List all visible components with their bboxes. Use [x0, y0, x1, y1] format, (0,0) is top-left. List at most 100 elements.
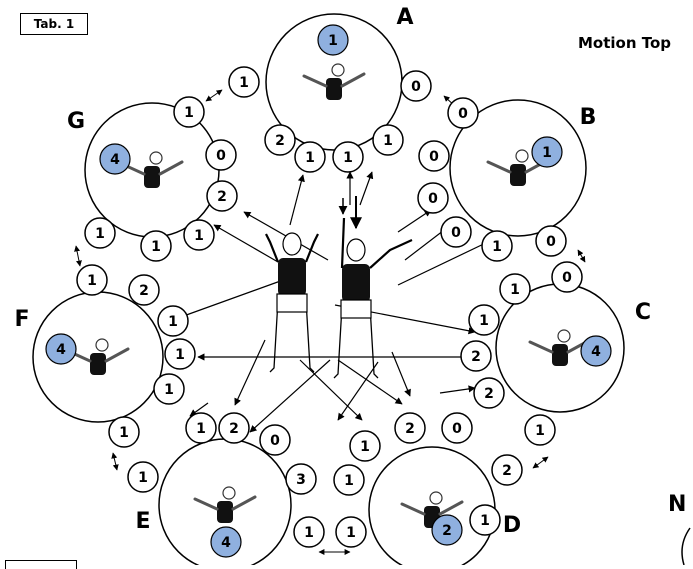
station-f: 4F — [14, 291, 164, 423]
station-value: 4 — [110, 152, 120, 168]
station-badge — [431, 514, 463, 546]
counter-value: 0 — [451, 225, 461, 241]
counter-value: 2 — [502, 463, 512, 479]
counter-value: 1 — [119, 425, 129, 441]
station-badge — [210, 526, 242, 558]
counter-circle: 1 — [228, 66, 260, 98]
counter-value: 1 — [175, 347, 185, 363]
counter-value: 1 — [194, 228, 204, 244]
double-arrow — [111, 452, 119, 471]
counter-value: 2 — [229, 421, 239, 437]
counter-value: 2 — [471, 349, 481, 365]
arrow — [177, 278, 287, 320]
counter-value: 1 — [184, 105, 194, 121]
counter-circle: 3 — [285, 463, 317, 495]
counter-circle: 2 — [206, 180, 238, 212]
counter-value: 1 — [360, 439, 370, 455]
pose-sketch — [302, 63, 366, 100]
arrow — [397, 239, 493, 286]
station-value: 4 — [56, 342, 66, 358]
arrow — [289, 174, 305, 226]
tab-label: Tab. 1 — [33, 17, 75, 31]
center-figure-left — [265, 232, 319, 373]
double-arrow-layer — [74, 89, 586, 555]
counter-value: 0 — [428, 191, 438, 207]
counter-circle: 0 — [447, 97, 479, 129]
counter-circle: 2 — [394, 412, 426, 444]
counter-value: 0 — [546, 234, 556, 250]
station-letter: E — [135, 509, 150, 534]
counter-value: 1 — [239, 75, 249, 91]
station-c: 4C — [495, 283, 651, 413]
counter-circle: 1 — [153, 373, 185, 405]
counter-circle: 0 — [259, 424, 291, 456]
counter-circle: 1 — [140, 230, 172, 262]
arrow — [234, 339, 266, 406]
double-arrow — [532, 456, 549, 469]
double-arrow — [205, 89, 223, 102]
counter-value: 0 — [429, 149, 439, 165]
station-e: 4E — [135, 438, 292, 565]
counter-value: 1 — [164, 382, 174, 398]
counter-circle: 0 — [441, 412, 473, 444]
counter-circle: 2 — [491, 454, 523, 486]
counter-value: 2 — [139, 283, 149, 299]
station-value: 1 — [328, 33, 338, 49]
counter-value: 0 — [452, 421, 462, 437]
counter-circle: 1 — [84, 217, 116, 249]
arrow — [249, 359, 331, 433]
counter-value: 1 — [196, 421, 206, 437]
station-badge — [531, 136, 563, 168]
counter-value: 3 — [296, 472, 306, 488]
counter-circle: 2 — [473, 377, 505, 409]
station-value: 4 — [221, 535, 231, 551]
center-figures — [265, 196, 413, 379]
counter-value: 1 — [344, 473, 354, 489]
station-letter: A — [396, 5, 413, 30]
counter-value: 1 — [535, 423, 545, 439]
counter-circle: 1 — [349, 430, 381, 462]
counter-value: 1 — [138, 470, 148, 486]
station-letter: D — [503, 513, 521, 538]
counter-circle: 1 — [469, 504, 501, 536]
counter-circle: 0 — [418, 140, 450, 172]
pose-sketch — [193, 486, 257, 523]
station-value: 4 — [591, 344, 601, 360]
double-arrow — [577, 249, 586, 263]
station-letter: B — [580, 105, 597, 130]
counter-circle: 1 — [294, 141, 326, 173]
arrow — [213, 224, 279, 263]
station-badge — [99, 143, 131, 175]
counter-circle: 1 — [499, 273, 531, 305]
counter-circle: 0 — [535, 225, 567, 257]
counter-circle: 1 — [333, 464, 365, 496]
counter-value: 2 — [275, 133, 285, 149]
counter-circle: 2 — [460, 340, 492, 372]
counter-circle: 0 — [417, 182, 449, 214]
counter-circle: 2 — [264, 124, 296, 156]
counter-circle: 2 — [128, 274, 160, 306]
corner-letter: N — [668, 492, 687, 517]
counter-value: 0 — [411, 79, 421, 95]
counter-value: 1 — [492, 239, 502, 255]
counter-circle: 1 — [293, 516, 325, 548]
station-letter: G — [67, 109, 85, 134]
station-b: 1B — [449, 99, 597, 237]
tab-label-box: Tab. 1 — [20, 13, 88, 35]
counter-value: 1 — [304, 525, 314, 541]
station-letter: C — [635, 300, 651, 325]
counter-value: 1 — [480, 513, 490, 529]
counter-circle: 1 — [127, 461, 159, 493]
counter-value: 0 — [270, 433, 280, 449]
arrow — [189, 402, 209, 417]
counter-circle: 1 — [76, 264, 108, 296]
arrow — [359, 171, 374, 206]
diagram-title: Motion Top — [578, 34, 672, 52]
pose-sketch — [528, 329, 592, 366]
counter-value: 1 — [346, 525, 356, 541]
station-badge — [317, 24, 349, 56]
counter-circle: 1 — [335, 516, 367, 548]
counter-value: 1 — [383, 133, 393, 149]
counter-circle: 1 — [481, 230, 513, 262]
center-figure-right — [333, 217, 413, 379]
